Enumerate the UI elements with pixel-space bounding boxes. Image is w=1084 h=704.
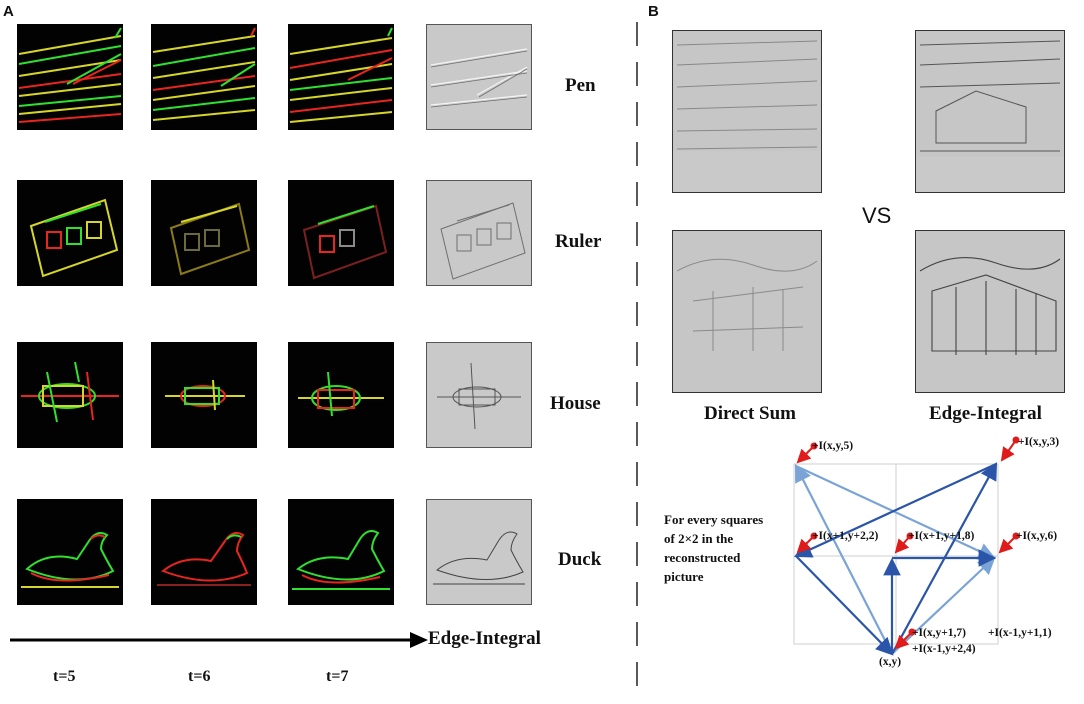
duck-t7-image (288, 499, 394, 605)
vs-label: VS (862, 203, 892, 228)
formula-i-x-y1-7: +I(x,y+1,7) (912, 627, 966, 639)
caption-edge-integral: Edge-Integral (929, 403, 1042, 424)
row-label-duck: Duck (558, 549, 602, 570)
house-t7-image (288, 342, 394, 448)
duck-edge-integral-image (426, 499, 532, 605)
direct-sum-image-top (672, 30, 822, 193)
panel-b-letter: B (648, 3, 659, 20)
panel-a-letter: A (3, 3, 14, 20)
ruler-t6-image (151, 180, 257, 286)
formula-i-xm1-y2-4: +I(x-1,y+2,4) (912, 643, 976, 655)
pen-t5-image (17, 24, 123, 130)
house-t5-image (17, 342, 123, 448)
formula-i-x1-y1-8: +I(x+1,y+1,8) (908, 530, 975, 542)
duck-t5-image (17, 499, 123, 605)
ruler-t5-image (17, 180, 123, 286)
pen-t6-image (151, 24, 257, 130)
ruler-edge-integral-image (426, 180, 532, 286)
formula-i-xm1-y1-1: +I(x-1,y+1,1) (988, 627, 1052, 639)
time-arrow (10, 632, 428, 648)
house-edge-integral-image (426, 342, 532, 448)
duck-t6-image (151, 499, 257, 605)
grid-square (793, 463, 999, 645)
panel-divider (636, 22, 638, 702)
direct-sum-image-bottom (672, 230, 822, 393)
house-t6-image (151, 342, 257, 448)
pen-t7-image (288, 24, 394, 130)
formula-i-x-y-5: +I(x,y,5) (812, 440, 854, 452)
time-label-t7: t=7 (326, 668, 349, 685)
origin-label: (x,y) (879, 656, 902, 668)
time-label-t6: t=6 (188, 668, 211, 685)
ruler-t7-image (288, 180, 394, 286)
row-label-house: House (550, 393, 601, 414)
arrow-label-edge-integral: Edge-Integral (428, 628, 541, 649)
edge-integral-image-bottom (915, 230, 1065, 393)
formula-i-x-y-3: +I(x,y,3) (1018, 436, 1060, 448)
pen-edge-integral-image (426, 24, 532, 130)
row-label-ruler: Ruler (555, 231, 602, 252)
row-label-pen: Pen (565, 75, 596, 96)
formula-i-x-y-6: +I(x,y,6) (1016, 530, 1058, 542)
edge-integral-diagram (793, 436, 1020, 656)
formula-i-x1-y2-2: +I(x+1,y+2,2) (812, 530, 879, 542)
time-label-t5: t=5 (53, 668, 76, 685)
caption-direct-sum: Direct Sum (704, 403, 796, 424)
edge-integral-image-top (915, 30, 1065, 193)
note-text: For every squares of 2×2 in the reconstr… (664, 512, 764, 584)
